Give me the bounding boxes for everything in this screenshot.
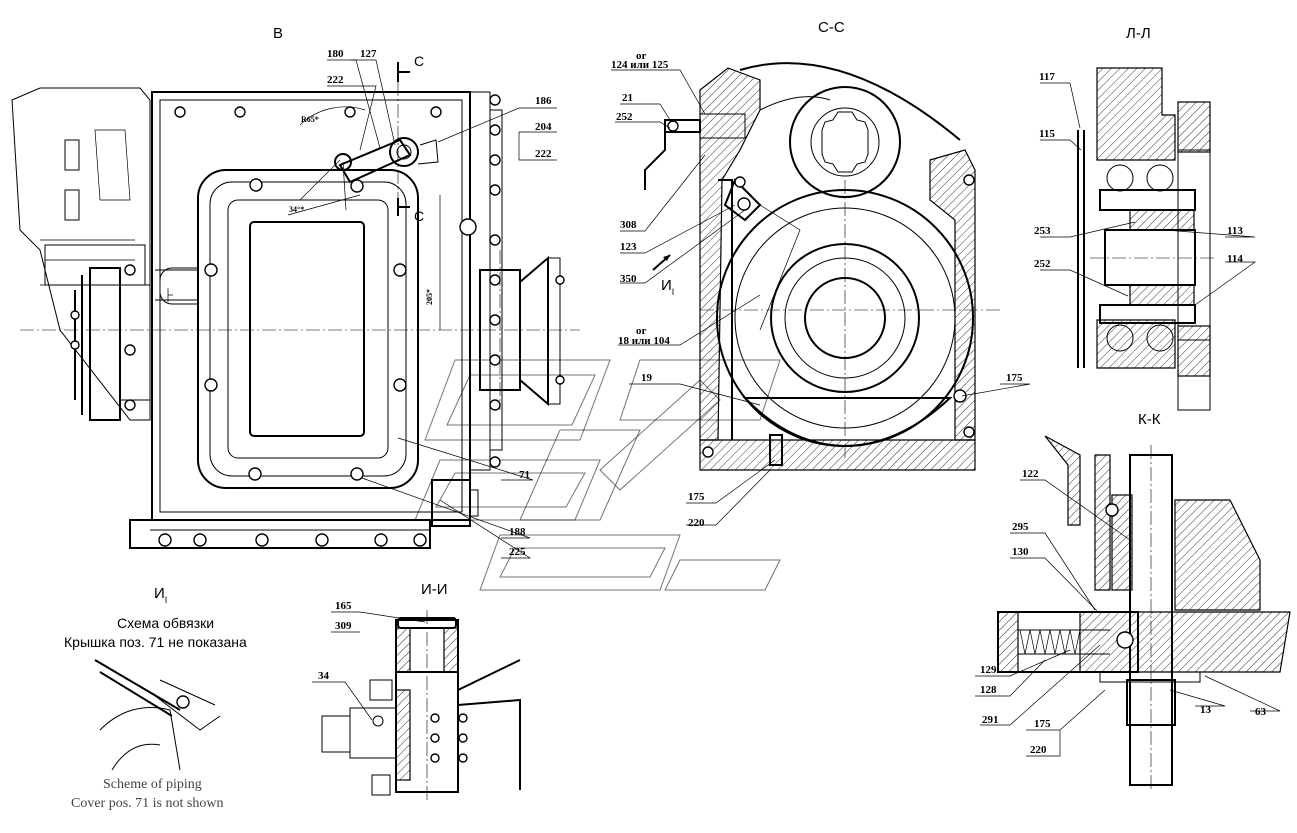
label-130: 130 <box>1012 546 1029 558</box>
label-204: 204 <box>535 121 552 133</box>
label-21: 21 <box>622 92 633 104</box>
label-220-kk: 220 <box>1030 744 1047 756</box>
view-b: B <box>11 25 580 559</box>
label-175-cc-right: 175 <box>1006 372 1023 384</box>
label-34: 34 <box>318 670 330 682</box>
scheme-note-en: Cover pos. 71 is not shown <box>71 796 223 811</box>
scheme-title-en: Scheme of piping <box>103 777 202 792</box>
label-127: 127 <box>360 48 377 60</box>
scheme-note-ru: Крышка поз. 71 не показана <box>64 634 247 650</box>
label-18-104: 18 или 104 <box>618 335 670 347</box>
view-kk-title: К-К <box>1138 411 1161 428</box>
label-220-cc: 220 <box>688 517 705 529</box>
label-or-1: or <box>636 50 647 62</box>
label-71: 71 <box>519 469 530 481</box>
view-ll-title: Л-Л <box>1126 25 1151 42</box>
label-308: 308 <box>620 219 637 231</box>
dim-r65: R65* <box>301 115 319 124</box>
section-mark-c-top: С <box>414 53 424 69</box>
label-13: 13 <box>1200 704 1212 716</box>
dim-205: 205* <box>425 289 434 305</box>
label-128: 128 <box>980 684 997 696</box>
view-kk: К-К 122 295 130 129 128 291 175 220 13 6 <box>975 411 1291 790</box>
label-165: 165 <box>335 600 352 612</box>
dim-34deg: 34°* <box>289 205 304 214</box>
label-114: 114 <box>1227 253 1243 265</box>
label-350: 350 <box>620 273 637 285</box>
label-222-top: 222 <box>327 74 344 86</box>
arrow-i1-label: ИI <box>661 277 674 297</box>
scheme-title-ru: Схема обвязки <box>117 615 214 631</box>
view-ll: Л-Л 117 115 253 113 252 114 <box>1034 25 1257 411</box>
label-115: 115 <box>1039 128 1055 140</box>
label-253: 253 <box>1034 225 1051 237</box>
label-129: 129 <box>980 664 997 676</box>
label-188: 188 <box>509 526 526 538</box>
label-175-cc-bottom: 175 <box>688 491 705 503</box>
label-63: 63 <box>1255 706 1267 718</box>
label-19: 19 <box>641 372 653 384</box>
label-295: 295 <box>1012 521 1029 533</box>
label-122: 122 <box>1022 468 1039 480</box>
view-cc-title: С-С <box>818 19 845 36</box>
label-123: 123 <box>620 241 637 253</box>
label-309: 309 <box>335 620 352 632</box>
label-113: 113 <box>1227 225 1243 237</box>
view-cc: С-С <box>611 19 1031 529</box>
label-222-right: 222 <box>535 148 552 160</box>
view-ii-title: И-И <box>421 581 448 598</box>
label-291: 291 <box>982 714 999 726</box>
view-ii: И-И 165 309 34 <box>312 581 521 800</box>
label-117: 117 <box>1039 71 1055 83</box>
label-252-cc: 252 <box>616 111 633 123</box>
label-or-2: or <box>636 325 647 337</box>
label-225: 225 <box>509 546 526 558</box>
label-186: 186 <box>535 95 552 107</box>
bolt-group-view-b <box>70 94 565 547</box>
label-252-ll: 252 <box>1034 258 1051 270</box>
watermark-logo <box>414 359 781 591</box>
label-124-125: 124 или 125 <box>611 59 669 71</box>
view-b-title: B <box>273 25 283 42</box>
section-mark-c-bottom: С <box>414 208 424 224</box>
label-175-kk: 175 <box>1034 718 1051 730</box>
label-180: 180 <box>327 48 344 60</box>
scheme-i1-title: ИI <box>154 585 167 605</box>
scheme-i1: ИI Схема обвязки Крышка поз. 71 не показ… <box>64 585 247 811</box>
